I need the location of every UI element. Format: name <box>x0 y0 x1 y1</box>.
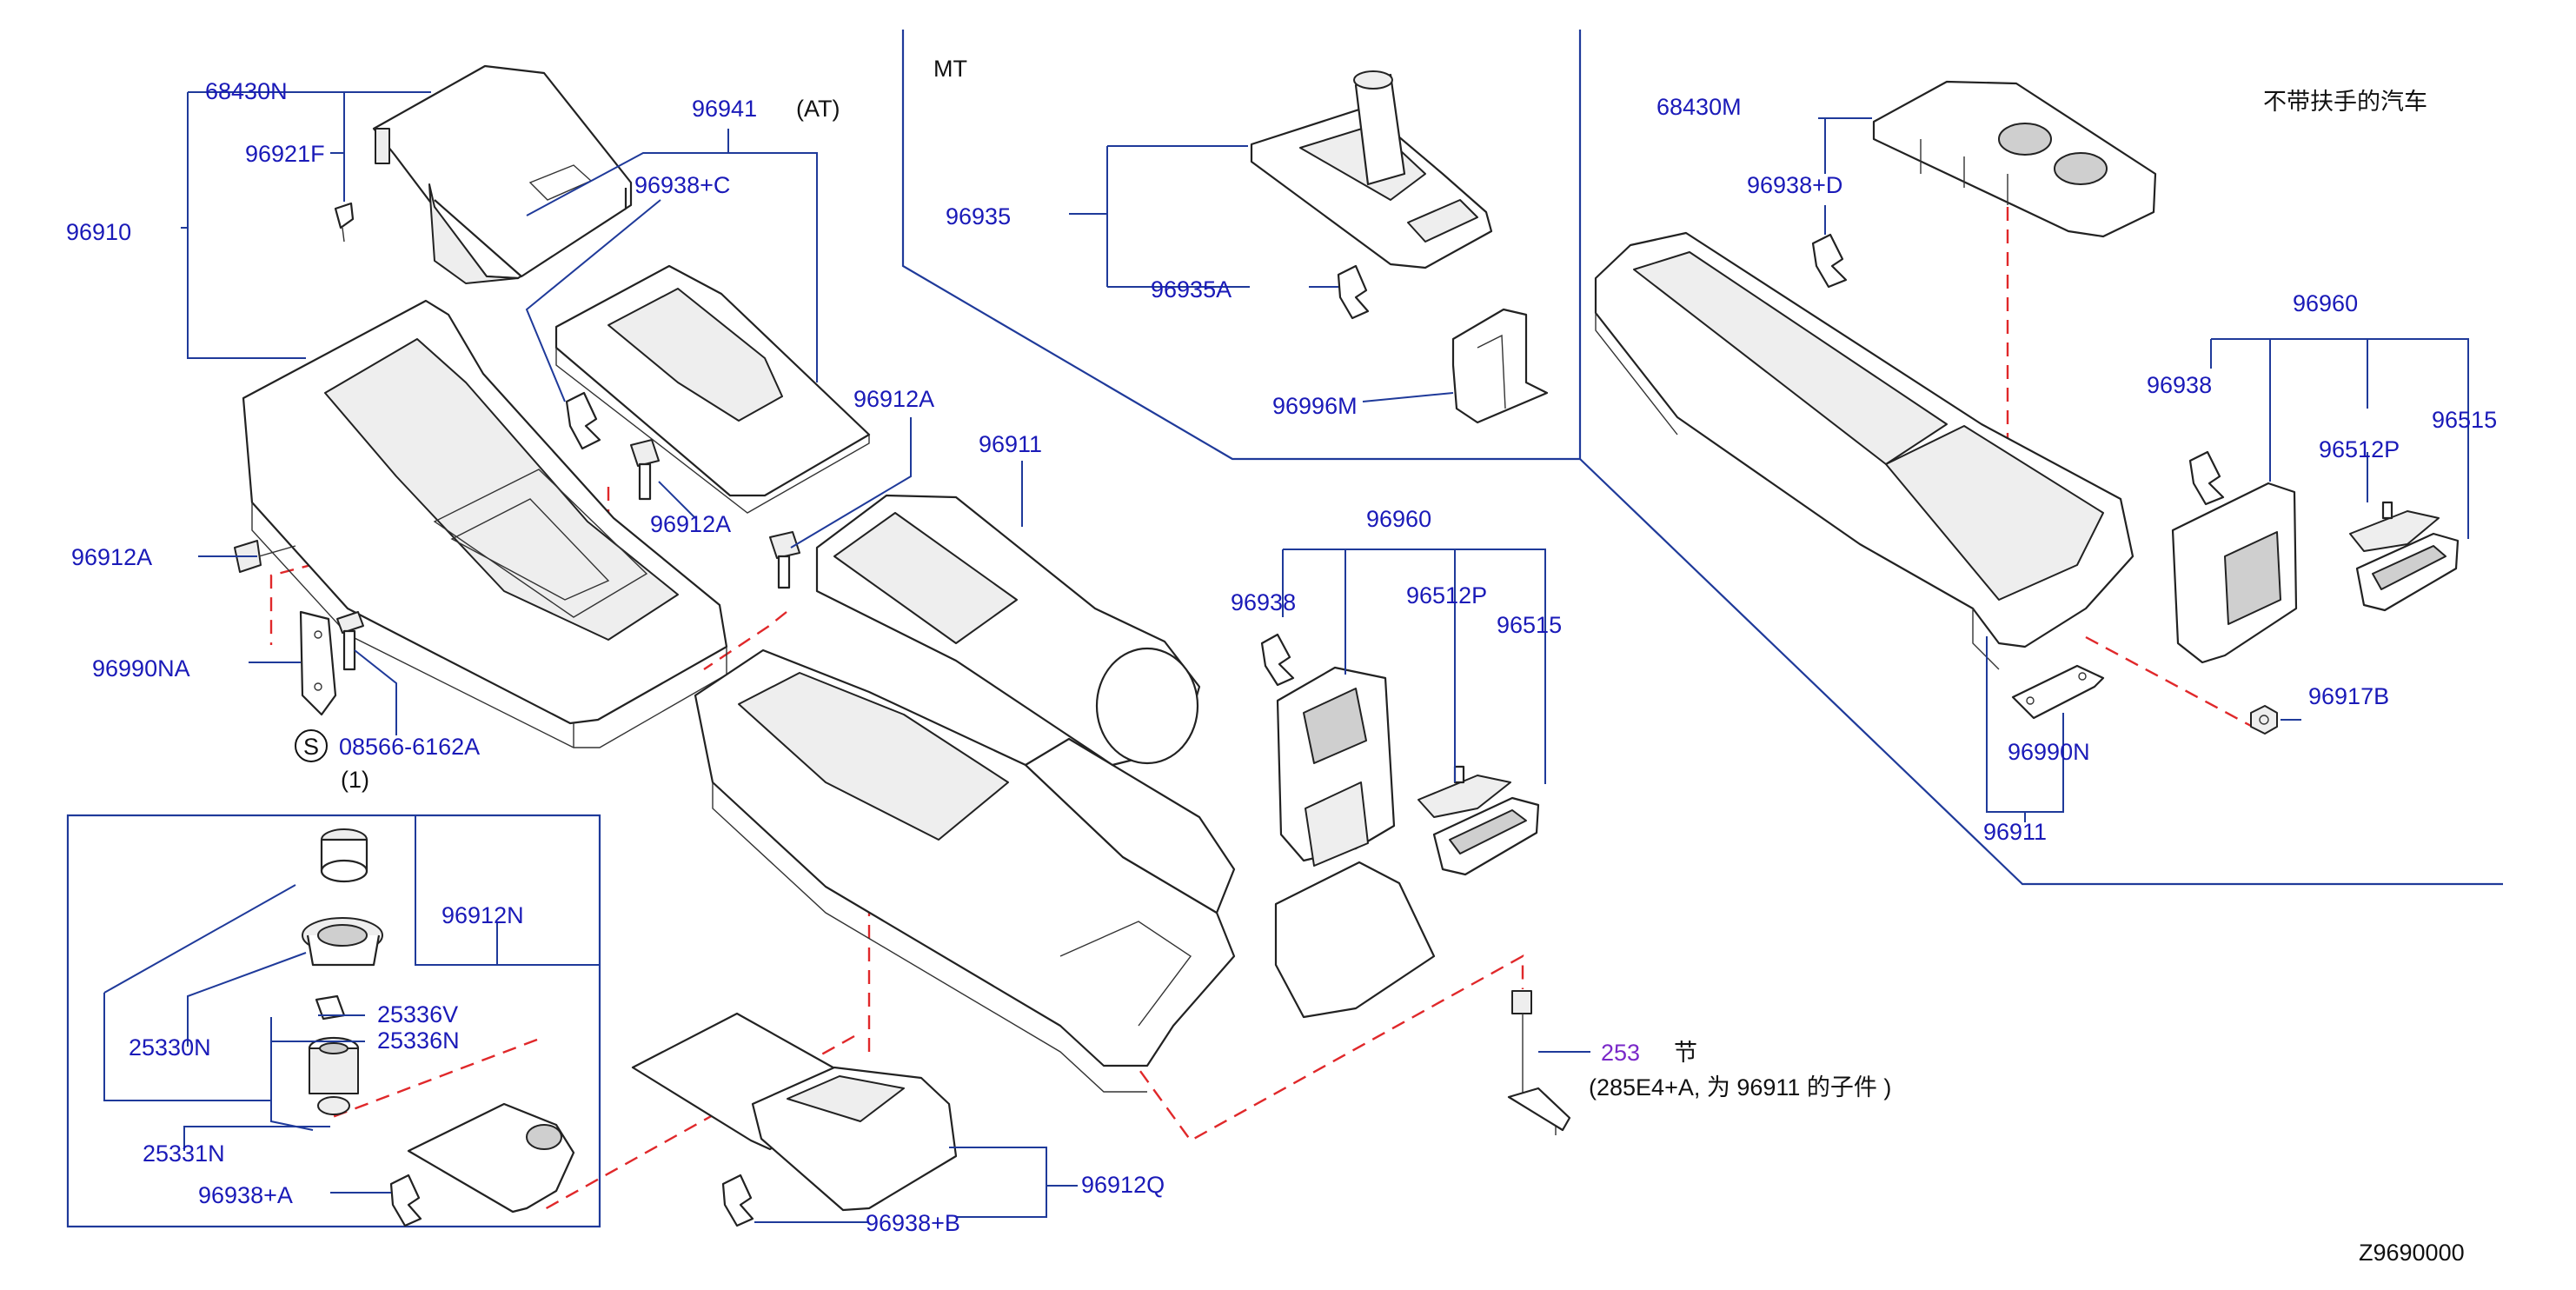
cup-holder-icon <box>1872 80 2157 238</box>
label-96938-mid: 96938 <box>1231 589 1296 615</box>
clip-icon <box>565 391 601 450</box>
label-96912n: 96912N <box>442 902 524 928</box>
label-253: 253 <box>1601 1040 1640 1066</box>
bracket-icon <box>299 610 337 716</box>
label-at: (AT) <box>796 96 840 122</box>
armrest-icon <box>815 494 1201 767</box>
section-borders <box>66 30 2503 1228</box>
label-96935: 96935 <box>946 203 1011 229</box>
diagram-code: Z9690000 <box>2359 1240 2465 1266</box>
finisher-icon <box>554 264 871 514</box>
label-68430m: 68430M <box>1656 94 1742 120</box>
standard-part-mark: S <box>295 729 328 762</box>
label-96515-mid: 96515 <box>1497 612 1562 638</box>
label-reference-note: (285E4+A, 为 96911 的子件 ) <box>1589 1074 1891 1100</box>
label-96938-a: 96938+A <box>198 1182 293 1208</box>
bracket-icon <box>1451 308 1549 424</box>
ashtray-icon <box>2171 482 2298 664</box>
label-96938-d: 96938+D <box>1747 172 1842 198</box>
label-96917b: 96917B <box>2308 683 2389 709</box>
clip-icon <box>721 1174 754 1227</box>
socket-icon <box>308 1036 360 1115</box>
label-96996m: 96996M <box>1272 393 1358 419</box>
clip-icon <box>2188 450 2225 506</box>
label-96910: 96910 <box>66 219 131 245</box>
label-25336n: 25336N <box>377 1027 460 1054</box>
label-96938-c: 96938+C <box>634 172 730 198</box>
label-quantity: (1) <box>341 767 369 793</box>
label-253-suffix: 节 <box>1674 1040 1697 1066</box>
label-96512p-mid: 96512P <box>1406 582 1487 608</box>
console-box-icon <box>694 648 1236 1093</box>
label-96960-right: 96960 <box>2293 290 2358 316</box>
clip-icon <box>389 1174 422 1227</box>
label-96912a-top: 96912A <box>853 386 934 412</box>
label-08566-6162a: 08566-6162A <box>339 734 480 760</box>
label-96911-right: 96911 <box>1983 819 2047 845</box>
finisher-icon <box>751 1066 958 1212</box>
label-25336v: 25336V <box>377 1001 458 1027</box>
label-96935a: 96935A <box>1151 276 1232 303</box>
label-96941: 96941 <box>692 96 757 122</box>
console-lid-icon <box>372 64 633 284</box>
nut-icon <box>2250 705 2278 735</box>
label-25331n: 25331N <box>143 1140 225 1167</box>
harness-icon <box>1507 990 1571 1135</box>
part-labels: 68430N 96921F 96910 96941 (AT) 96938+C 9… <box>66 56 2497 1266</box>
label-no-armrest: 不带扶手的汽车 <box>2263 89 2427 115</box>
label-25330n: 25330N <box>129 1034 211 1061</box>
lighter-icon <box>320 828 368 883</box>
ashtray-icon <box>1432 796 1540 876</box>
label-96912q: 96912Q <box>1081 1172 1165 1198</box>
label-96990n: 96990N <box>2008 739 2090 765</box>
finisher-icon <box>407 1102 575 1214</box>
label-96515-right: 96515 <box>2432 407 2497 433</box>
label-68430N: 68430N <box>205 78 288 104</box>
label-96912a-mid: 96912A <box>650 511 731 537</box>
leader-lines <box>103 91 2469 1223</box>
label-96912a-left: 96912A <box>71 544 152 570</box>
label-96921F: 96921F <box>245 141 325 167</box>
label-96512p-right: 96512P <box>2319 436 2400 462</box>
clip-icon <box>1260 633 1295 687</box>
console-box-icon <box>1594 231 2134 670</box>
label-96938-right: 96938 <box>2147 372 2212 398</box>
label-96960-mid: 96960 <box>1366 506 1431 532</box>
label-s-mark: S <box>303 734 319 760</box>
label-96911-center: 96911 <box>979 431 1042 457</box>
shift-boot-icon <box>1250 70 1493 269</box>
label-mt: MT <box>933 56 967 82</box>
bolt-icon <box>336 611 364 671</box>
screw-icon <box>630 439 660 501</box>
clip-icon <box>1811 233 1848 289</box>
screw-icon <box>769 531 800 589</box>
label-96990NA: 96990NA <box>92 655 190 682</box>
cup-holder-icon <box>2349 501 2440 552</box>
bracket-icon <box>2011 664 2105 720</box>
console-box-icon <box>242 299 728 748</box>
socket-icon <box>302 917 383 967</box>
screw-icon <box>334 202 355 243</box>
label-96938-b: 96938+B <box>866 1210 960 1236</box>
ashtray-icon <box>2355 532 2460 612</box>
clip-icon <box>1337 264 1370 320</box>
ashtray-icon <box>1274 666 1436 1019</box>
